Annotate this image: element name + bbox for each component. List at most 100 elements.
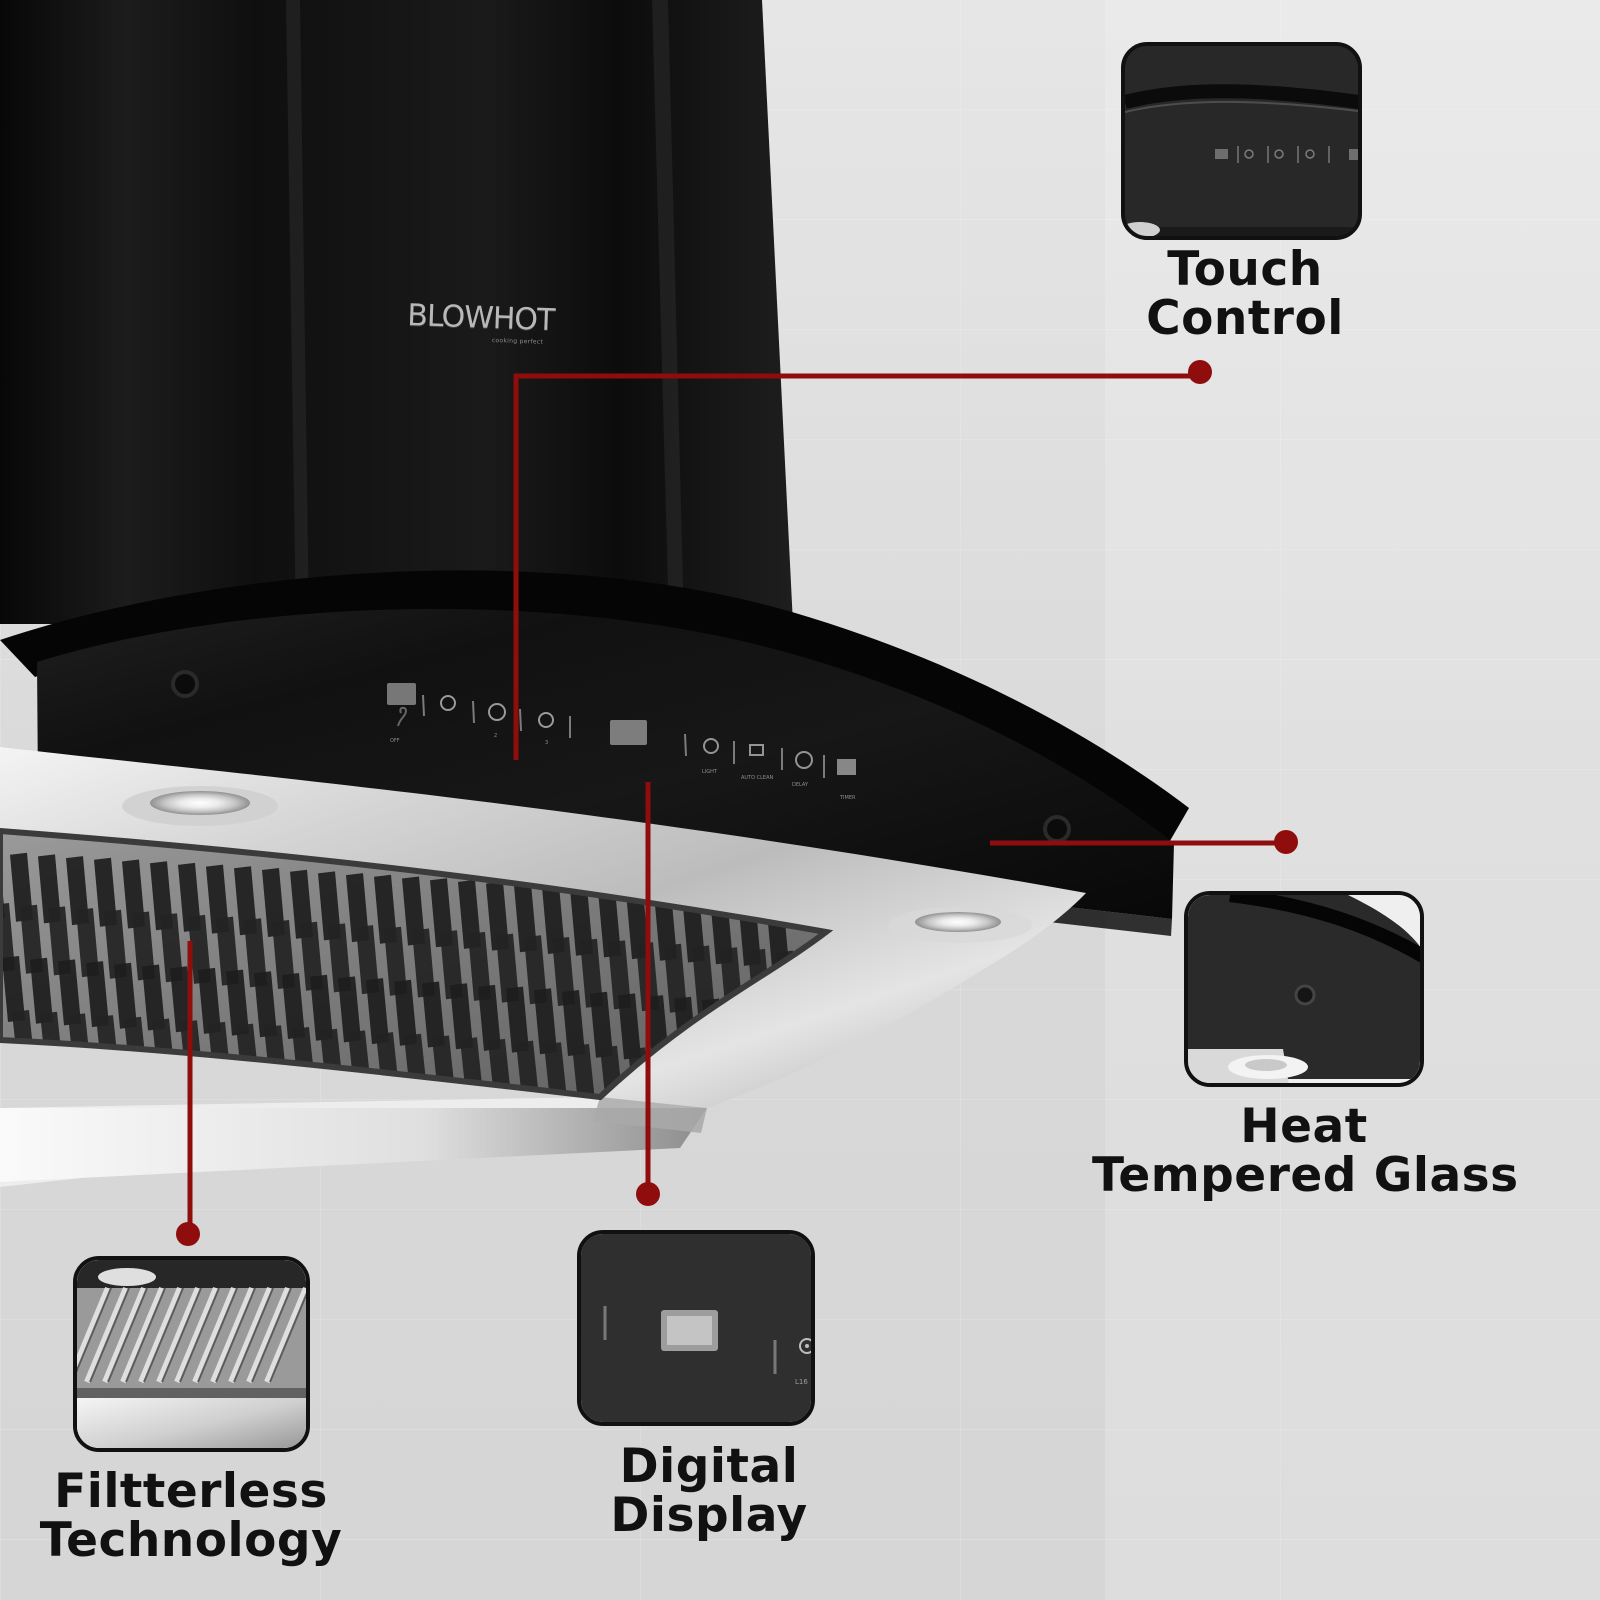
vent-slot: [374, 874, 397, 944]
vent-slot: [598, 888, 621, 958]
vent-slot: [318, 871, 341, 941]
vent-slot: [142, 964, 165, 1031]
filterless-label: Filtterless Technology: [39, 1464, 343, 1568]
vent-slot: [468, 931, 491, 1001]
vent-slot: [170, 966, 193, 1033]
vent-slot: [122, 859, 145, 929]
vent-slot: [114, 962, 137, 1029]
vent-slot: [506, 986, 529, 1053]
label-off: OFF: [390, 738, 400, 744]
vent-slot: [552, 937, 575, 1006]
filterless-inset: [73, 1256, 310, 1452]
chimney-seam-left: [286, 0, 309, 624]
light-right: [915, 912, 1001, 932]
label-light: LIGHT: [702, 769, 717, 775]
vent-slot: [234, 866, 257, 936]
vent-slot: [496, 933, 519, 1003]
delay-icon: [795, 751, 813, 769]
fan-icon-mid: [488, 703, 506, 721]
fan-icon-low: [440, 695, 456, 711]
vent-slot: [178, 862, 201, 932]
display-inset-label: L16: [795, 1378, 808, 1386]
vent-slot: [570, 886, 593, 956]
vent-slot: [384, 926, 407, 996]
front-steel-edge: [0, 1108, 707, 1182]
vent-slot: [626, 890, 649, 960]
vent-slot: [30, 957, 53, 1024]
vent-slot: [346, 873, 369, 943]
vent-slot: [580, 938, 603, 1008]
touch-display-button: [387, 683, 416, 705]
vent-slot: [104, 909, 127, 979]
screw-right-icon: [1043, 815, 1071, 843]
clean-icon: [749, 744, 764, 756]
vent-slot: [244, 918, 267, 988]
vent-slot: [226, 969, 249, 1036]
digital-display-inset-art: [581, 1234, 811, 1422]
vent-slot: [562, 990, 585, 1056]
vent-slot: [0, 903, 15, 972]
vent-slot: [2, 956, 25, 1022]
label-speed-3: 3: [545, 740, 549, 746]
vent-slot: [486, 881, 509, 951]
vent-slot: [356, 925, 379, 995]
glass-top-edge: [0, 570, 1189, 846]
digital-display-inset: L16: [577, 1230, 815, 1426]
range-hood: [0, 0, 1189, 1187]
vent-slot: [422, 981, 445, 1048]
touch-panel: [387, 683, 856, 778]
vent-slot: [76, 908, 99, 978]
touch-control-inset-art: [1125, 46, 1358, 236]
vent-slot: [412, 928, 435, 998]
digital-display: [610, 720, 647, 745]
vent-slot: [254, 971, 277, 1038]
vent-slot: [516, 1040, 539, 1097]
vent-slot: [534, 988, 557, 1055]
vent-slot: [590, 991, 613, 1058]
touch-control-inset: [1121, 42, 1362, 240]
label-delay: DELAY: [792, 782, 808, 788]
pointer-dot-filterless: [176, 1222, 200, 1246]
vent-slot: [440, 930, 463, 1000]
filterless-inset-art: [77, 1260, 306, 1448]
vent-slot: [48, 906, 71, 976]
vent-slot: [20, 904, 43, 974]
vent-slot: [282, 973, 305, 1039]
wall-bricks: [1105, 0, 1600, 1600]
vent-slot: [608, 940, 631, 1010]
vent-slot: [542, 885, 565, 954]
chimney-seam-right: [652, 0, 684, 624]
vent-slot: [692, 945, 715, 1015]
vent-slot: [458, 879, 481, 949]
vent-slot: [328, 923, 351, 993]
brand-logo: BLOWHOT: [406, 298, 555, 339]
vent-slot: [618, 993, 641, 1060]
vent-slot: [198, 967, 221, 1034]
vent-slot: [58, 959, 81, 1026]
vent-slot: [160, 913, 183, 983]
vent-slot: [86, 961, 109, 1028]
vent-slot: [478, 984, 501, 1051]
vent-slot: [150, 861, 173, 931]
vent-slot: [132, 911, 155, 981]
vent-slot: [10, 852, 33, 922]
pointer-lines: [187, 373, 1285, 1234]
vent-slot: [664, 943, 687, 1013]
hood-lights: [122, 786, 1032, 943]
vent-slot: [94, 857, 117, 927]
touch-control-label: Touch Control: [1146, 242, 1344, 346]
pointer-dot-digital-display: [636, 1182, 660, 1206]
vent-slot: [366, 978, 389, 1045]
glass-panel: [37, 609, 1174, 919]
label-auto-clean: AUTO CLEAN: [741, 775, 774, 781]
label-speed-2: 2: [494, 733, 498, 739]
vent-slot: [310, 974, 333, 1041]
vent-slot: [290, 869, 313, 939]
screw-left-icon: [171, 670, 199, 698]
heat-glass-inset: [1184, 891, 1424, 1087]
heat-glass-inset-art: [1188, 895, 1420, 1083]
vent-slot: [262, 868, 285, 937]
vent-slot: [300, 921, 323, 991]
